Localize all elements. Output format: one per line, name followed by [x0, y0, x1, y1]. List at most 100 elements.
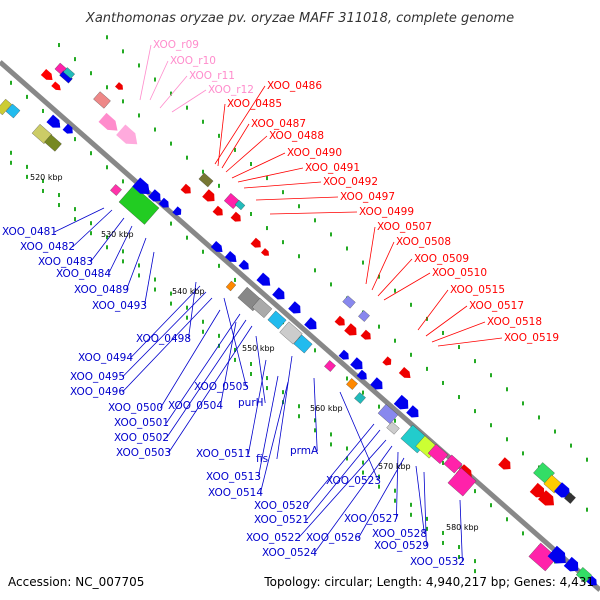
leader-line: [313, 377, 318, 452]
feature-label-prma: prmA: [290, 445, 319, 457]
leader-line: [371, 241, 395, 291]
track-dot: [42, 188, 44, 193]
track-dot: [266, 376, 268, 381]
track-dot: [426, 316, 428, 321]
feature-label-xoo-0495: XOO_0495: [70, 371, 125, 383]
track-dot: [442, 460, 444, 465]
track-dot: [442, 540, 444, 545]
track-dot: [490, 423, 492, 428]
leader-line: [248, 359, 267, 455]
track-dot: [170, 301, 172, 306]
track-dot: [490, 373, 492, 378]
feature-label-xoo-0526: XOO_0526: [306, 532, 361, 544]
leader-line: [377, 258, 413, 297]
track-dot: [266, 176, 268, 181]
feature-label-xoo-0518: XOO_0518: [487, 316, 542, 328]
track-dot: [458, 555, 460, 560]
track-dot: [106, 235, 108, 240]
leader-line: [122, 291, 207, 378]
gene-arrow: [202, 189, 215, 202]
leader-line: [221, 123, 250, 169]
gene-arrow: [230, 211, 241, 222]
gene-arrow: [62, 123, 73, 134]
leader-line: [126, 237, 147, 291]
track-dot: [314, 268, 316, 273]
track-dot: [42, 178, 44, 183]
leader-line: [306, 429, 381, 521]
track-dot: [170, 141, 172, 146]
track-dot: [330, 232, 332, 237]
gene-arrow: [148, 189, 161, 202]
track-dot: [346, 456, 348, 461]
feature-label-xoo-0508: XOO_0508: [396, 236, 451, 248]
track-dot: [250, 212, 252, 216]
track-dot: [170, 221, 172, 226]
track-dot: [410, 302, 412, 307]
leader-line: [255, 196, 339, 201]
track-dot: [122, 259, 124, 264]
leader-line: [139, 44, 152, 101]
leader-line: [298, 439, 387, 539]
feature-label-xoo-0492: XOO_0492: [323, 176, 378, 188]
feature-label-xoo-0524: XOO_0524: [262, 547, 317, 559]
track-dot: [426, 526, 428, 531]
track-dot: [362, 460, 364, 465]
feature-label-xoo-0501: XOO_0501: [114, 417, 169, 429]
track-dot: [474, 569, 476, 574]
feature-label-xoo-0514: XOO_0514: [208, 487, 263, 499]
track-dot: [378, 484, 380, 489]
track-dot: [378, 274, 380, 279]
gene-arrow: [529, 482, 545, 498]
tick-label-560kbp: 560 kbp: [310, 404, 343, 413]
leader-line: [231, 152, 286, 179]
gene-features: [0, 62, 597, 586]
track-dot: [426, 366, 428, 371]
accession-text: Accession: NC_007705: [8, 575, 144, 589]
track-dot: [90, 71, 92, 76]
track-dot: [170, 291, 172, 296]
feature-label-xoo-0513: XOO_0513: [206, 471, 261, 483]
track-dot: [378, 404, 380, 409]
gene-block: [279, 321, 303, 345]
track-dot: [362, 390, 364, 395]
leader-line: [214, 85, 266, 165]
track-dot: [74, 57, 76, 62]
gene-block: [251, 297, 273, 319]
track-dot: [314, 348, 316, 353]
track-dot: [106, 85, 108, 90]
gene-arrow: [370, 377, 383, 390]
map-title: Xanthomonas oryzae pv. oryzae MAFF 31101…: [85, 11, 514, 26]
track-dot: [138, 63, 140, 68]
gene-arrow: [250, 237, 261, 248]
track-dot: [154, 127, 156, 132]
track-dot: [522, 451, 524, 456]
track-dot: [138, 113, 140, 118]
track-dot: [186, 105, 188, 110]
leader-line: [358, 457, 405, 539]
leader-line: [396, 451, 399, 520]
leader-line: [223, 297, 247, 388]
track-dot: [282, 240, 284, 245]
track-dot: [58, 43, 60, 48]
track-dot: [90, 151, 92, 156]
feature-label-xoo-0509: XOO_0509: [414, 253, 469, 265]
gene-arrow: [272, 287, 285, 300]
gene-arrow: [356, 369, 367, 380]
track-dot: [74, 137, 76, 142]
track-dot: [202, 169, 204, 174]
gene-block: [44, 134, 62, 152]
tick-label-520kbp: 520 kbp: [30, 173, 63, 182]
leader-line: [166, 313, 241, 424]
feature-label-xoo-0527: XOO_0527: [344, 513, 399, 525]
feature-label-xoo-0481: XOO_0481: [2, 226, 57, 238]
label-leader-lines: [54, 44, 503, 563]
track-dot: [458, 345, 460, 350]
gene-block: [386, 421, 400, 435]
gene-arrow: [116, 124, 138, 145]
track-dot: [58, 203, 60, 208]
gene-block: [427, 443, 449, 465]
track-dot: [122, 49, 124, 54]
leader-line: [365, 226, 376, 285]
track-dot: [378, 324, 380, 329]
